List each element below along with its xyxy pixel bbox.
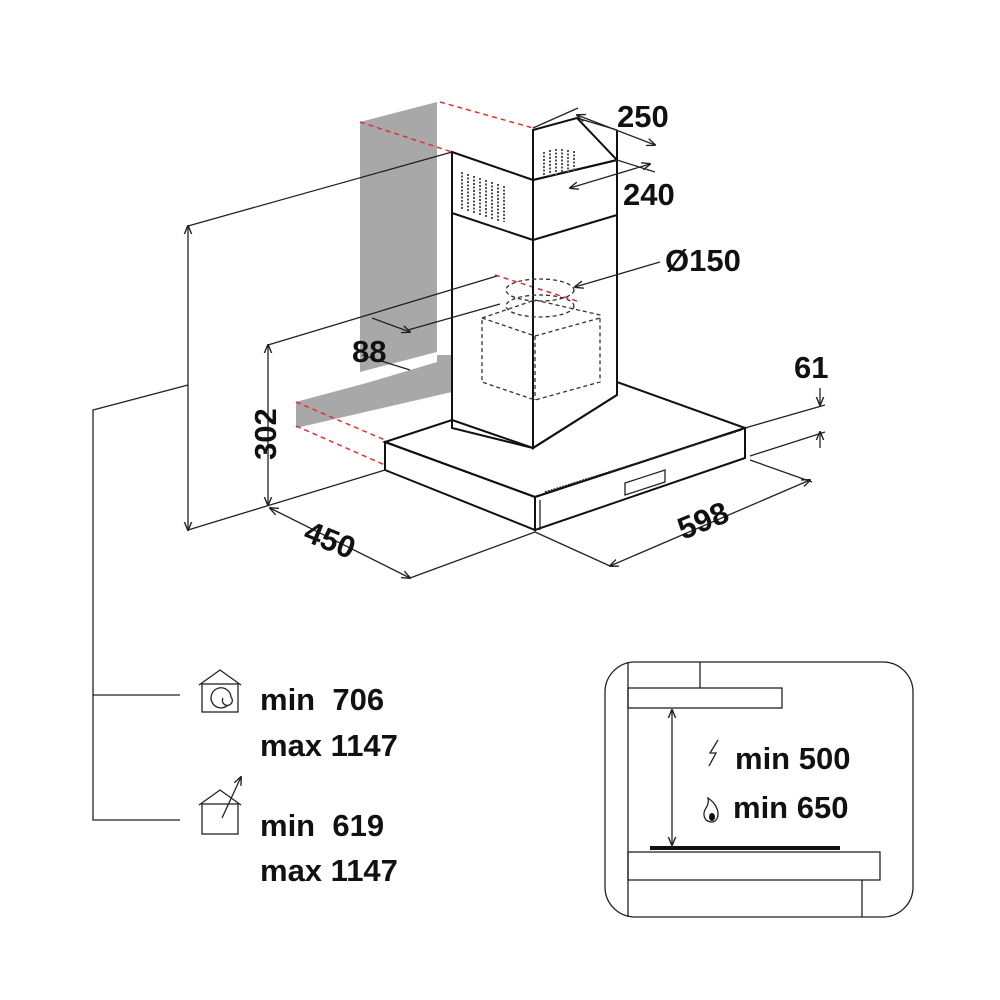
dim-hood-height: 302 (248, 408, 283, 460)
extraction-min: min 619 (260, 808, 384, 843)
wall-gap (437, 100, 452, 355)
clearance-inset (604, 661, 914, 918)
hood-canopy (381, 380, 749, 532)
dim-hood-width: 598 (673, 495, 734, 547)
cabinet-hood (627, 687, 783, 709)
chimney (451, 116, 619, 450)
recirculation-min: min 706 (260, 682, 384, 717)
dim-chimney-depth: 240 (623, 177, 675, 212)
vent-grille-icon (461, 149, 575, 222)
house-recirculation-icon (198, 669, 242, 713)
cooktop-counter (627, 851, 881, 881)
wall-upper (360, 102, 437, 372)
reference-lines (295, 101, 581, 466)
dimension-lines (92, 107, 826, 821)
clearance-gas: min 650 (733, 790, 848, 825)
dim-chimney-width: 250 (617, 99, 669, 134)
lightning-icon (708, 739, 719, 767)
dim-outlet-offset: 88 (352, 334, 386, 369)
dim-hood-depth: 450 (299, 514, 360, 566)
clearance-electric: min 500 (735, 741, 850, 776)
dim-outlet-diameter: Ø150 (665, 243, 741, 278)
house-extraction-icon (198, 777, 241, 835)
dim-hood-thickness: 61 (794, 350, 828, 385)
hob-surface (650, 846, 840, 850)
wall-lower-arm (296, 360, 452, 428)
extraction-max: max 1147 (260, 853, 398, 888)
flame-icon (703, 796, 719, 823)
recirculation-max: max 1147 (260, 728, 398, 763)
